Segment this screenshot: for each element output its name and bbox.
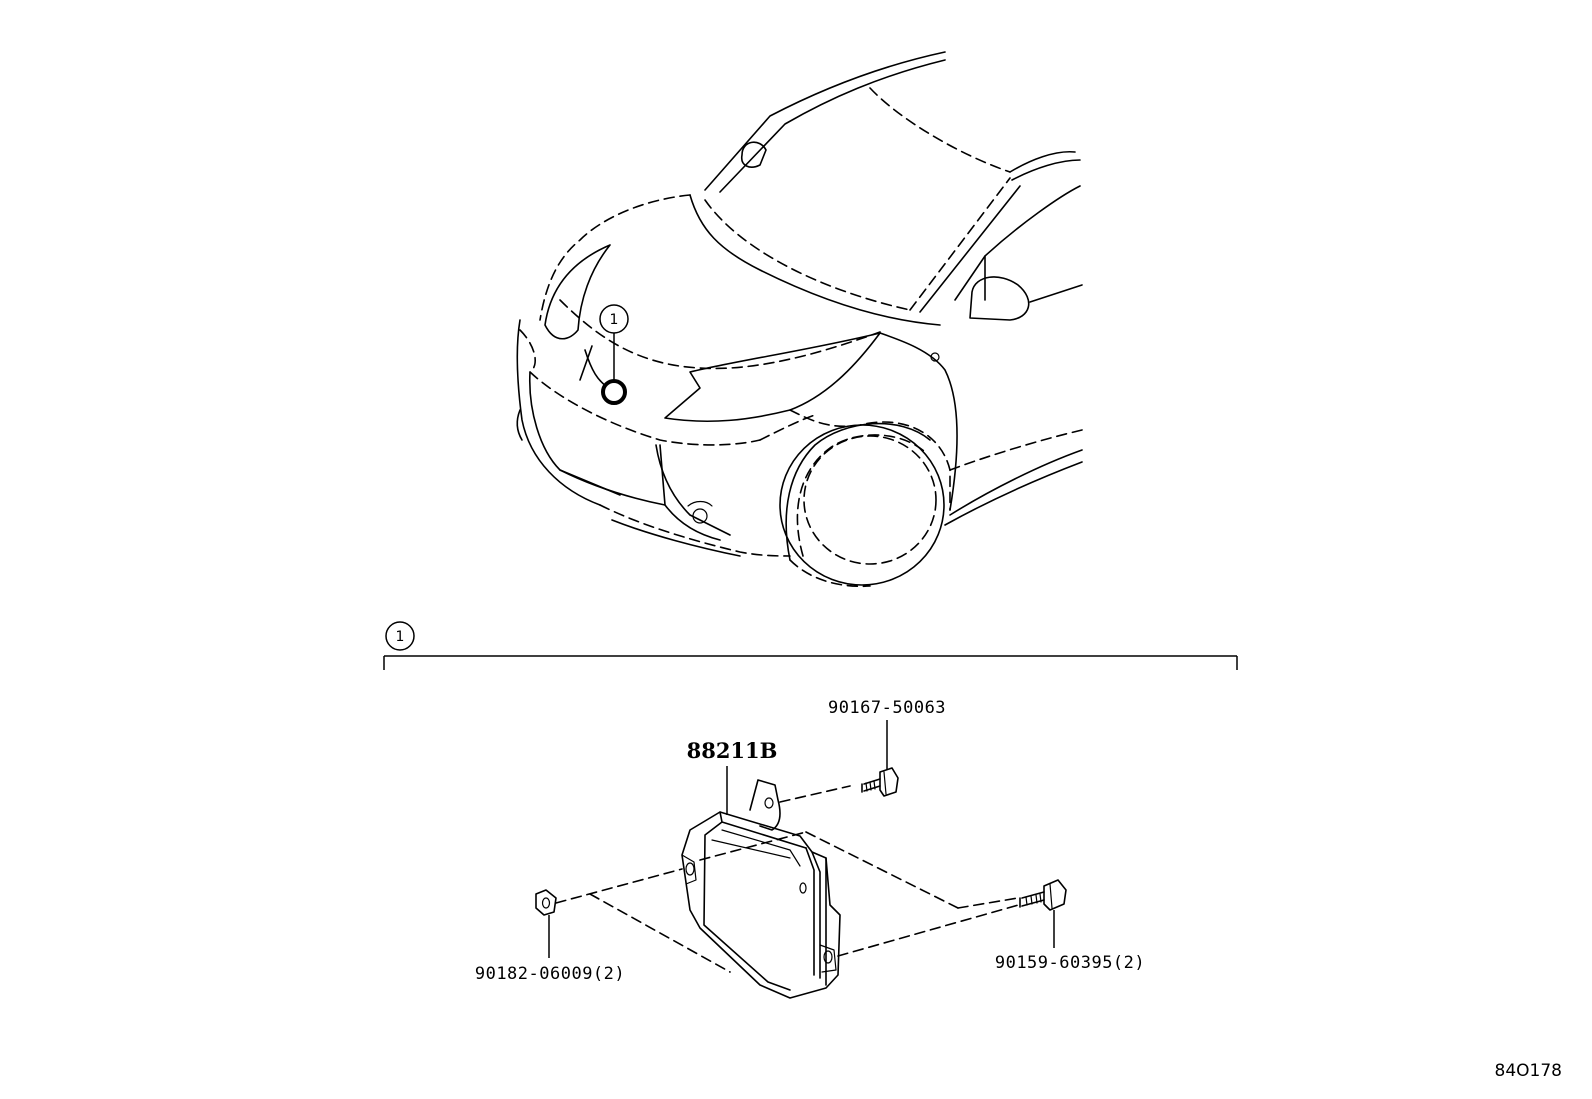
group-bracket: 1 xyxy=(383,621,1238,670)
vehicle-front-outline xyxy=(516,51,1083,588)
part-number-bolt-upper: 90167-50063 xyxy=(828,698,946,718)
part-number-main: 88211B xyxy=(687,738,778,763)
radar-sensor-module xyxy=(681,779,841,999)
vehicle-callout: 1 xyxy=(599,304,629,405)
bolt-right-icon xyxy=(1019,879,1067,911)
bolt-upper-icon xyxy=(861,767,899,797)
assembly-lines xyxy=(555,785,1023,973)
part-number-bolt-right: 90159-60395(2) xyxy=(995,953,1145,973)
vehicle-callout-number: 1 xyxy=(610,312,619,328)
part-number-nut-left: 90182-06009(2) xyxy=(475,964,625,984)
diagram-id: 84O178 xyxy=(1495,1061,1562,1081)
group-callout-number: 1 xyxy=(396,629,405,645)
part-labels: 90167-50063 88211B 90182-06009(2) 90159-… xyxy=(475,698,1145,984)
nut-left-icon xyxy=(535,889,557,916)
sensor-location-marker xyxy=(601,379,627,405)
